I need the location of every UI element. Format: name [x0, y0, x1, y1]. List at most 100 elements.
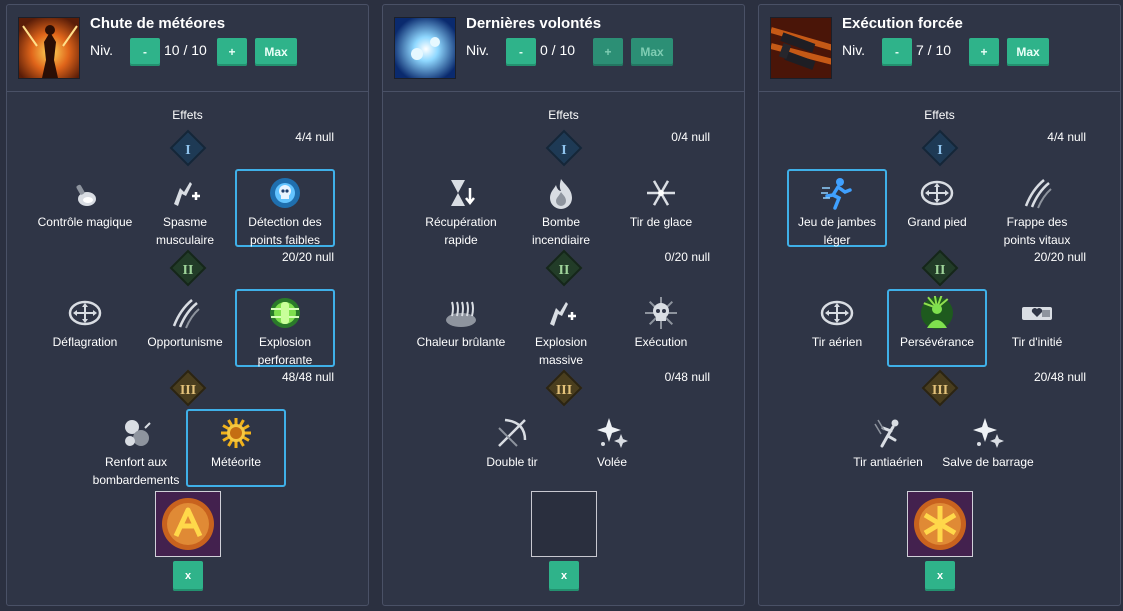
level-max-button[interactable]: Max	[1007, 38, 1049, 66]
bombs-icon	[119, 416, 153, 450]
tripod-option[interactable]: Tir antiaérien	[838, 409, 938, 487]
effects-title: Effets	[548, 108, 579, 122]
skill-panel: Chute de météores Niv. - 10 / 10 + Max E…	[6, 4, 369, 606]
tripod-option[interactable]: Tir de glace	[611, 169, 711, 247]
green-bolt-orb-icon	[268, 296, 302, 330]
orange-rune-a-icon	[156, 492, 220, 556]
tripod-label: Chaleur brûlante	[416, 335, 506, 349]
tripod-option[interactable]: Détection des points faibles	[235, 169, 335, 247]
tripod-option[interactable]: Persévérance	[887, 289, 987, 367]
tier-2-count: 20/20 null	[1033, 250, 1086, 264]
rune-slot[interactable]	[155, 491, 221, 557]
tripod-label: Tir antiaérien	[853, 455, 923, 469]
tripod-label: Déflagration	[52, 335, 118, 349]
sun-meteor-icon	[219, 416, 253, 450]
level-decrease-button[interactable]: -	[130, 38, 160, 66]
claw-icon	[168, 296, 202, 330]
tier-numeral: I	[185, 142, 191, 158]
tier-3-badge: III	[921, 369, 959, 407]
orange-rune-star-icon	[908, 492, 972, 556]
flame-icon	[544, 176, 578, 210]
target-cross-icon	[920, 176, 954, 210]
tripod-option[interactable]: Volée	[562, 409, 662, 487]
level-label: Niv.	[90, 42, 114, 58]
tripod-option[interactable]: Double tir	[462, 409, 562, 487]
level-label: Niv.	[466, 42, 490, 58]
tripod-option[interactable]: Récupération rapide	[411, 169, 511, 247]
running-blue-icon	[820, 176, 854, 210]
ice-blast-icon	[394, 17, 456, 79]
tripod-label: Tir d'initié	[1011, 335, 1063, 349]
tripod-option[interactable]: Spasme musculaire	[135, 169, 235, 247]
tier-2-count: 20/20 null	[281, 250, 334, 264]
remove-rune-button[interactable]: x	[173, 561, 203, 591]
tripod-option[interactable]: Salve de barrage	[938, 409, 1038, 487]
tier-3-badge: III	[545, 369, 583, 407]
level-max-button[interactable]: Max	[255, 38, 297, 66]
heat-waves-icon	[444, 296, 478, 330]
tier-3-count: 0/48 null	[664, 370, 710, 384]
level-value: 10 / 10	[164, 42, 207, 58]
muscle-plus-icon	[168, 176, 202, 210]
tripod-label: Grand pied	[907, 215, 967, 229]
tripod-label: Tir de glace	[629, 215, 693, 229]
tripod-option[interactable]: Tir aérien	[787, 289, 887, 367]
tier-3-count: 20/48 null	[1033, 370, 1086, 384]
tripod-option[interactable]: Contrôle magique	[35, 169, 135, 247]
tripod-label: Salve de barrage	[942, 455, 1034, 469]
tripod-option[interactable]: Tir d'initié	[987, 289, 1087, 367]
level-label: Niv.	[842, 42, 866, 58]
skill-name: Exécution forcée	[842, 15, 963, 32]
tripod-option[interactable]: Opportunisme	[135, 289, 235, 367]
tripod-label: Bombe incendiaire	[531, 215, 591, 247]
tripod-option[interactable]: Météorite	[186, 409, 286, 487]
tripod-option[interactable]: Renfort aux bombardements	[86, 409, 186, 487]
hourglass-down-icon	[444, 176, 478, 210]
rune-slot[interactable]	[531, 491, 597, 557]
level-increase-button[interactable]: +	[217, 38, 247, 66]
sparkle-burst-icon	[595, 416, 629, 450]
tripod-label: Explosion perforante	[257, 335, 313, 367]
level-decrease-button[interactable]: -	[506, 38, 536, 66]
remove-rune-button[interactable]: x	[925, 561, 955, 591]
tier-1-count: 4/4 null	[295, 130, 334, 144]
tripod-label: Persévérance	[899, 335, 975, 349]
target-cross-icon	[820, 296, 854, 330]
level-max-button[interactable]: Max	[631, 38, 673, 66]
tier-1-badge: I	[545, 129, 583, 167]
tripod-option[interactable]: Explosion perforante	[235, 289, 335, 367]
tier-numeral: II	[182, 262, 194, 278]
tripod-option[interactable]: Bombe incendiaire	[511, 169, 611, 247]
tripod-option[interactable]: Explosion massive	[511, 289, 611, 367]
tripod-label: Renfort aux bombardements	[92, 455, 180, 487]
tripod-label: Spasme musculaire	[155, 215, 215, 247]
level-increase-button[interactable]: +	[593, 38, 623, 66]
tripod-label: Jeu de jambes léger	[797, 215, 877, 247]
effects-title: Effets	[172, 108, 203, 122]
flask-icon	[68, 176, 102, 210]
tripod-option[interactable]: Frappe des points vitaux	[987, 169, 1087, 247]
level-decrease-button[interactable]: -	[882, 38, 912, 66]
tier-2-badge: II	[545, 249, 583, 287]
tripod-option[interactable]: Déflagration	[35, 289, 135, 367]
rune-slot[interactable]	[907, 491, 973, 557]
tier-1-count: 0/4 null	[671, 130, 710, 144]
tripod-label: Explosion massive	[534, 335, 588, 367]
skill-panel: Exécution forcée Niv. - 7 / 10 + Max Eff…	[758, 4, 1121, 606]
sparkle-burst-icon	[971, 416, 1005, 450]
remove-rune-button[interactable]: x	[549, 561, 579, 591]
tripod-option[interactable]: Jeu de jambes léger	[787, 169, 887, 247]
tier-3-badge: III	[169, 369, 207, 407]
guns-fire-icon	[770, 17, 832, 79]
tripod-option[interactable]: Grand pied	[887, 169, 987, 247]
crossbow-icon	[495, 416, 529, 450]
tier-numeral: II	[558, 262, 570, 278]
level-increase-button[interactable]: +	[969, 38, 999, 66]
tier-2-badge: II	[169, 249, 207, 287]
tier-2-badge: II	[921, 249, 959, 287]
tripod-option[interactable]: Exécution	[611, 289, 711, 367]
level-value: 7 / 10	[916, 42, 952, 58]
tripod-label: Récupération rapide	[425, 215, 497, 247]
tripod-option[interactable]: Chaleur brûlante	[411, 289, 511, 367]
muscle-plus-icon	[544, 296, 578, 330]
